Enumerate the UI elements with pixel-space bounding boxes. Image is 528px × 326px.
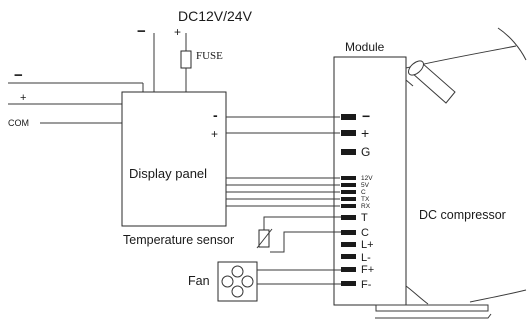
sensor-wire-t	[263, 216, 341, 230]
terminal-label-minus: −	[362, 108, 370, 124]
terminal-label-c-sensor: C	[361, 227, 369, 239]
terminal-bar-tx	[341, 197, 356, 201]
terminal-label-f-minus: F-	[361, 279, 372, 291]
terminal-label-5v: 5V	[361, 182, 370, 189]
fuse-label: FUSE	[196, 50, 223, 62]
fuse	[180, 50, 192, 69]
terminal-label-l-minus: L-	[361, 252, 371, 264]
terminal-label-l-plus: L+	[361, 239, 374, 251]
input-plus-sign: +	[20, 92, 26, 104]
terminal-bar-5v	[341, 183, 356, 187]
terminal-bar-rx	[341, 204, 356, 208]
terminal-bar-l-minus	[341, 254, 356, 259]
display-panel-plus-sign: +	[211, 127, 218, 141]
terminal-bar-l-plus	[341, 242, 356, 247]
terminal-label-g: G	[361, 145, 370, 159]
temperature-sensor-label: Temperature sensor	[123, 233, 234, 247]
terminal-bar-f-plus	[341, 267, 356, 272]
terminal-bar-plus	[341, 130, 356, 136]
terminal-label-f-plus: F+	[361, 264, 374, 276]
input-minus-sign: −	[14, 67, 23, 84]
fan-label: Fan	[188, 274, 210, 288]
input-com-label: COM	[8, 118, 29, 128]
temperature-sensor-slash	[256, 228, 273, 249]
display-panel-label: Display panel	[129, 166, 207, 181]
supply-label: DC12V/24V	[178, 8, 253, 24]
terminal-label-t: T	[361, 212, 368, 224]
terminal-bar-c-comm	[341, 190, 356, 194]
terminal-bar-12v	[341, 176, 356, 180]
terminal-bar-g	[341, 149, 356, 155]
module-box	[333, 56, 407, 306]
terminal-label-rx: RX	[361, 203, 371, 210]
fan-icon	[221, 265, 254, 298]
sensor-wire-c	[270, 231, 341, 253]
terminal-label-12v: 12V	[361, 175, 373, 182]
terminal-label-tx: TX	[361, 196, 370, 203]
compressor-terminal-icon	[408, 60, 456, 104]
supply-minus-sign: −	[137, 23, 146, 40]
module-label: Module	[345, 40, 385, 54]
terminal-bar-f-minus	[341, 281, 356, 286]
display-panel-minus-sign: -	[213, 107, 218, 123]
terminal-bar-t	[341, 215, 356, 220]
fan-box	[217, 261, 258, 302]
display-panel	[121, 91, 227, 227]
supply-plus-sign: +	[174, 25, 181, 39]
terminal-label-plus: +	[361, 125, 369, 141]
terminal-label-c-comm: C	[361, 189, 366, 196]
compressor-label: DC compressor	[419, 208, 506, 222]
terminal-bar-minus	[341, 114, 356, 120]
terminal-bar-c-sensor	[341, 230, 356, 235]
